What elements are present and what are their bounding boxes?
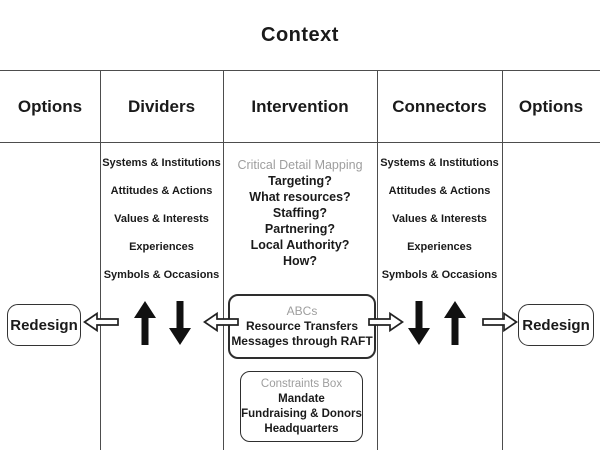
dividers-factor: Values & Interests (114, 213, 209, 225)
column-header-dividers: Dividers (127, 96, 196, 116)
constraints-box-line: Fundraising & Donors (241, 407, 362, 420)
header-top-line (0, 70, 600, 71)
solid-up-arrow-icon (443, 301, 467, 345)
connectors-factor: Attitudes & Actions (388, 185, 491, 197)
header-bottom-line (0, 142, 600, 143)
mapping-question: What resources? (249, 190, 351, 204)
dividers-factor: Experiences (129, 241, 194, 253)
abc-box-line: Resource Transfers (245, 318, 359, 333)
dividers-factor: Systems & Institutions (102, 157, 221, 169)
mapping-question: How? (282, 254, 318, 268)
redesign-box-left: Redesign (7, 304, 81, 346)
constraints-box-title: Constraints Box (260, 377, 343, 390)
column-divider-line (100, 70, 101, 450)
dividers-factor: Symbols & Occasions (103, 269, 220, 281)
hollow-arrow-left-icon (203, 311, 239, 333)
solid-down-arrow-icon (407, 301, 431, 345)
connectors-factor: Experiences (407, 241, 472, 253)
dividers-factor: Attitudes & Actions (110, 185, 213, 197)
abc-box: ABCs Resource Transfers Messages through… (228, 294, 376, 359)
abc-box-line: Messages through RAFT (231, 334, 373, 348)
constraints-box-line: Mandate (278, 392, 325, 405)
column-divider-line (377, 70, 378, 450)
solid-up-arrow-icon (133, 301, 157, 345)
column-header-intervention: Intervention (251, 96, 349, 116)
hollow-arrow-right-icon (482, 311, 518, 333)
redesign-label: Redesign (10, 316, 78, 334)
mapping-question: Staffing? (272, 206, 328, 220)
mapping-question: Local Authority? (250, 238, 350, 252)
hollow-arrow-right-icon (368, 311, 404, 333)
connectors-factor-list: Systems & Institutions Attitudes & Actio… (377, 157, 502, 281)
column-header-options-left: Options (17, 96, 83, 116)
mapping-question: Targeting? (268, 174, 332, 188)
dividers-factor-list: Systems & Institutions Attitudes & Actio… (100, 157, 223, 281)
solid-down-arrow-icon (168, 301, 192, 345)
column-divider-line (502, 70, 503, 450)
abc-box-title: ABCs (286, 303, 318, 318)
mapping-question: Partnering? (264, 222, 336, 236)
mapping-title: Critical Detail Mapping (237, 158, 363, 172)
diagram-title: Context (261, 24, 339, 46)
column-header-connectors: Connectors (392, 96, 487, 116)
redesign-box-right: Redesign (518, 304, 594, 346)
connectors-factor: Values & Interests (392, 213, 487, 225)
critical-detail-mapping: Critical Detail Mapping Targeting? What … (223, 157, 377, 269)
hollow-arrow-left-icon (83, 311, 119, 333)
redesign-label: Redesign (522, 316, 590, 334)
connectors-factor: Systems & Institutions (380, 157, 499, 169)
constraints-box-line: Headquarters (264, 422, 339, 435)
column-header-options-right: Options (518, 96, 584, 116)
column-divider-line (223, 70, 224, 450)
connectors-factor: Symbols & Occasions (381, 269, 498, 281)
constraints-box: Constraints Box Mandate Fundraising & Do… (240, 371, 363, 442)
